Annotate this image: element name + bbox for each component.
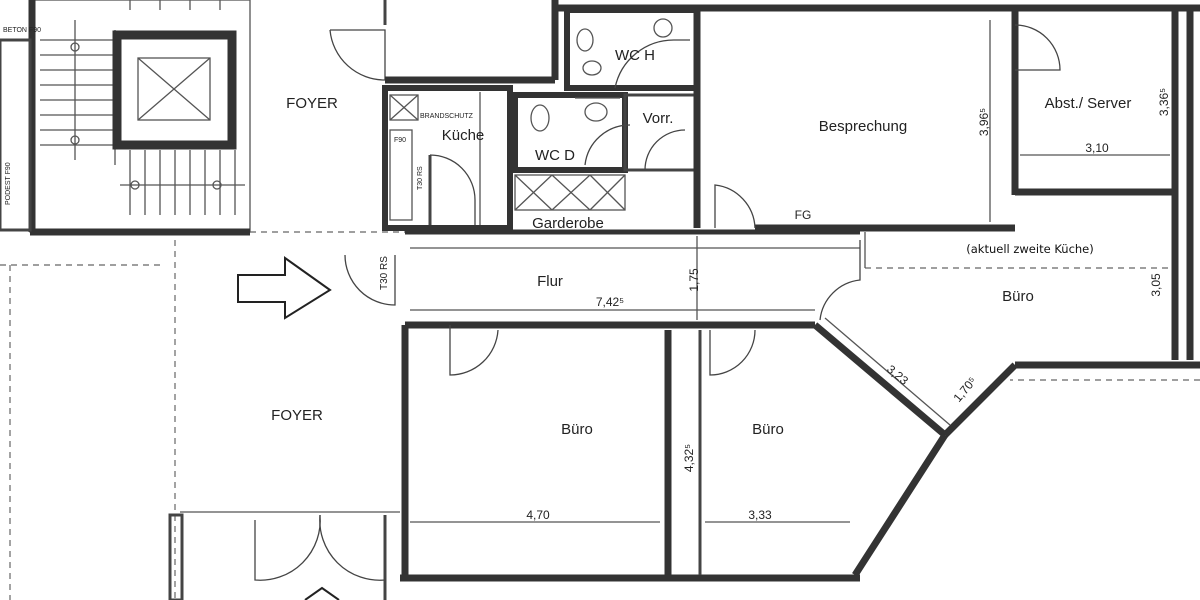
dim-buero-left-w: 4,70 — [526, 508, 550, 522]
room-buero-right: Büro — [1002, 288, 1034, 305]
note-kitchen: (aktuell zweite Küche) — [966, 242, 1094, 256]
buero-right-area — [864, 232, 1200, 369]
label-t30: T30 RS — [379, 256, 390, 290]
flur-area — [344, 229, 861, 329]
dim-buero-mid-h: 4,32⁵ — [682, 444, 696, 472]
dim-flur-w: 7,42⁵ — [596, 295, 624, 309]
besprechung-area — [555, 4, 1200, 232]
tiny-label-kitchen-side2: T30 RS — [417, 166, 424, 190]
room-vorr: Vorr. — [643, 110, 674, 127]
kitchen-area — [382, 85, 513, 231]
stairwell: BETON F90 PODEST F90 — [0, 0, 251, 236]
dim-buero-right-h: 3,05 — [1149, 273, 1163, 297]
room-kueche: Küche — [442, 127, 485, 144]
diagonal-wall — [812, 317, 1018, 577]
room-flur: Flur — [537, 273, 563, 290]
room-abst-server: Abst./ Server — [1045, 95, 1132, 112]
entry-arrow-bottom-icon — [304, 586, 340, 600]
tiny-label-kitchen-side: F90 — [394, 137, 406, 144]
tiny-label-kitchen-top: BRANDSCHUTZ — [420, 113, 474, 120]
room-garderobe: Garderobe — [532, 215, 604, 232]
entry-arrow-icon — [237, 256, 332, 320]
room-wc-h: WC H — [615, 47, 655, 64]
dim-besprechung-h: 3,96⁵ — [977, 108, 991, 136]
room-wc-d: WC D — [535, 147, 575, 164]
garderobe-area — [514, 174, 626, 211]
room-buero-mid: Büro — [752, 421, 784, 438]
dim-flur-h: 1,75 — [687, 268, 701, 292]
foyer-top-area — [250, 0, 559, 233]
room-foyer-top: FOYER — [286, 95, 338, 112]
label-fg: FG — [795, 208, 812, 222]
room-besprechung: Besprechung — [819, 118, 907, 135]
tiny-label-left-top: BETON F90 — [3, 27, 41, 34]
dim-abst-h: 3,36⁵ — [1157, 88, 1171, 116]
room-buero-left: Büro — [561, 421, 593, 438]
dim-abst-w: 3,10 — [1085, 141, 1109, 155]
foyer-bottom-area — [168, 240, 400, 600]
room-foyer-bottom: FOYER — [271, 407, 323, 424]
wc-d-area — [512, 92, 697, 173]
buero-lower-area — [400, 325, 860, 582]
tiny-label-left-mid: PODEST F90 — [5, 162, 12, 205]
abst-server-area — [1015, 10, 1194, 360]
dim-buero-mid-w: 3,33 — [748, 508, 772, 522]
